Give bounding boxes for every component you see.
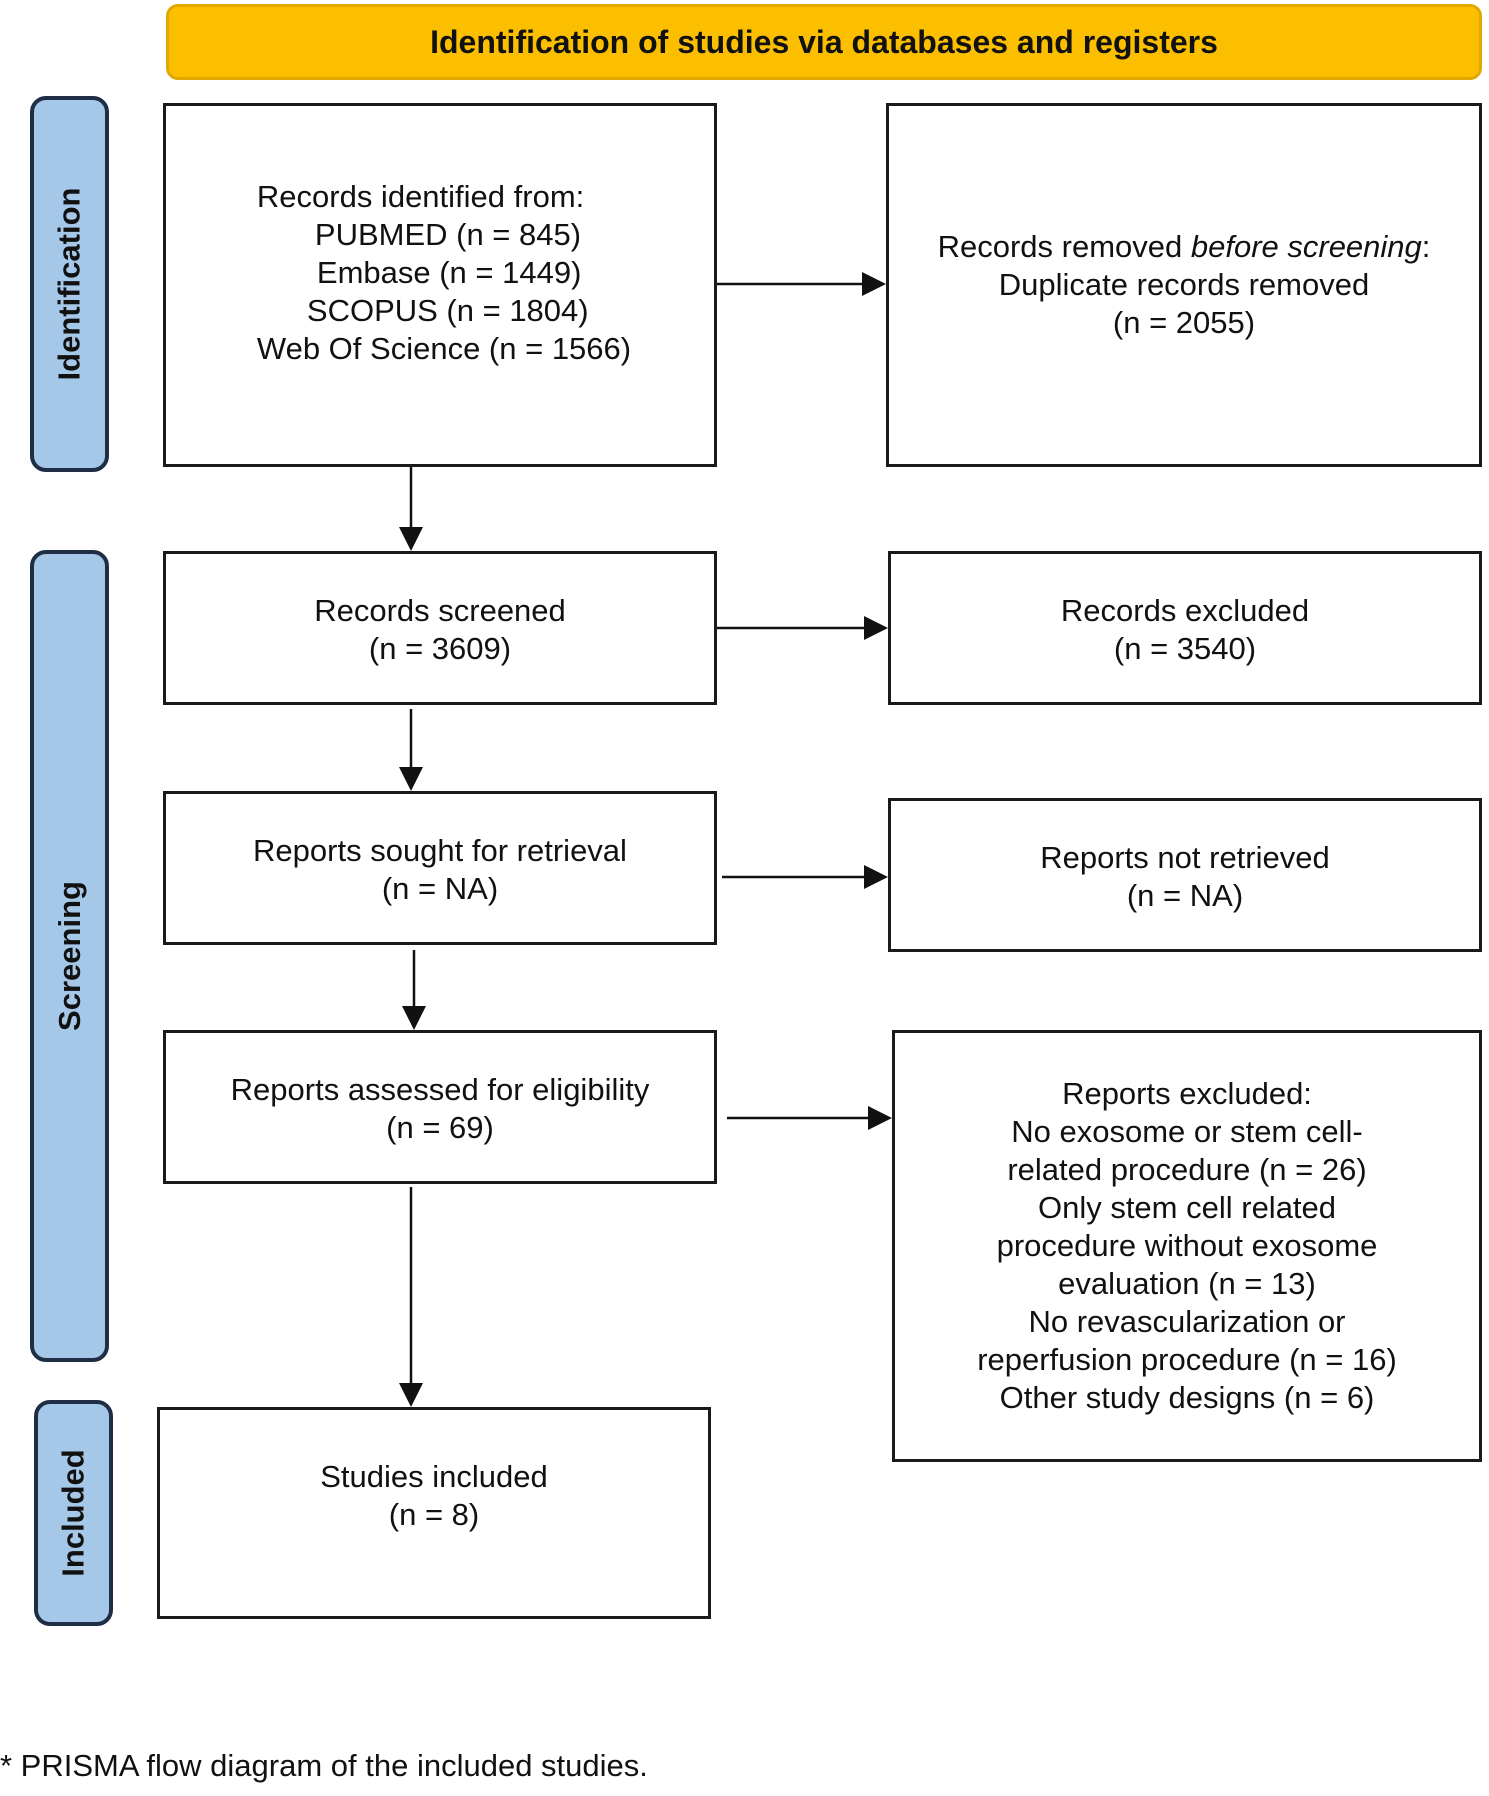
source-scopus: SCOPUS (n = 1804): [306, 293, 589, 328]
reports-not-retrieved-label: Reports not retrieved: [1040, 840, 1330, 875]
records-removed-count: (n = 2055): [1112, 305, 1256, 340]
arrow-to-reports-sought: [399, 709, 423, 791]
studies-included-label: Studies included: [320, 1459, 548, 1494]
reports-not-retrieved-box: Reports not retrieved (n = NA): [888, 798, 1482, 952]
reports-excluded-reason: related procedure (n = 26): [1007, 1152, 1367, 1187]
phase-included: Included: [34, 1400, 113, 1626]
records-screened-count: (n = 3609): [368, 631, 512, 666]
reports-excluded-reason: Only stem cell related: [1037, 1190, 1337, 1225]
records-removed-box: Records removed before screening: Duplic…: [886, 103, 1482, 467]
arrow-to-records-excluded: [717, 616, 888, 640]
reports-assessed-count: (n = 69): [386, 1110, 494, 1145]
figure-caption: * PRISMA flow diagram of the included st…: [0, 1748, 648, 1783]
reports-assessed-box: Reports assessed for eligibility (n = 69…: [163, 1030, 717, 1184]
arrow-to-studies-included: [399, 1187, 423, 1407]
records-removed-suffix: :: [1421, 229, 1431, 264]
reports-sought-box: Reports sought for retrieval (n = NA): [163, 791, 717, 945]
reports-excluded-heading: Reports excluded:: [1062, 1076, 1312, 1111]
arrow-to-records-screened: [399, 467, 423, 551]
records-excluded-label: Records excluded: [1060, 593, 1310, 628]
records-screened-label: Records screened: [314, 593, 566, 628]
reports-not-retrieved-count: (n = NA): [1126, 878, 1244, 913]
reports-excluded-reason: Other study designs (n = 6): [999, 1380, 1375, 1415]
source-web-of-science: Web Of Science (n = 1566): [256, 331, 632, 366]
source-pubmed: PUBMED (n = 845): [314, 217, 582, 252]
reports-excluded-reason: reperfusion procedure (n = 16): [977, 1342, 1397, 1377]
records-removed-prefix: Records removed: [937, 229, 1191, 264]
phase-screening: Screening: [30, 550, 109, 1362]
records-excluded-count: (n = 3540): [1113, 631, 1257, 666]
records-identified-heading: Records identified from:: [256, 179, 585, 214]
records-identified-box: Records identified from: PUBMED (n = 845…: [163, 103, 717, 467]
arrow-to-reports-not-retrieved: [722, 865, 888, 889]
source-embase: Embase (n = 1449): [316, 255, 582, 290]
reports-excluded-reason: No exosome or stem cell-: [1011, 1114, 1363, 1149]
arrow-to-reports-excluded: [727, 1106, 892, 1130]
reports-sought-count: (n = NA): [381, 871, 499, 906]
records-removed-line2: Duplicate records removed: [998, 267, 1370, 302]
reports-excluded-box: Reports excluded: No exosome or stem cel…: [892, 1030, 1482, 1462]
studies-included-count: (n = 8): [388, 1497, 480, 1532]
arrow-to-reports-assessed: [402, 950, 426, 1030]
header-title: Identification of studies via databases …: [430, 23, 1218, 60]
reports-excluded-reason: No revascularization or: [1028, 1304, 1346, 1339]
records-removed-italic: before screening: [1190, 229, 1422, 264]
reports-excluded-reason: procedure without exosome: [996, 1228, 1378, 1263]
reports-sought-label: Reports sought for retrieval: [253, 833, 627, 868]
records-screened-box: Records screened (n = 3609): [163, 551, 717, 705]
studies-included-box: Studies included (n = 8): [157, 1407, 711, 1619]
header-banner: Identification of studies via databases …: [166, 4, 1482, 80]
reports-assessed-label: Reports assessed for eligibility: [230, 1072, 650, 1107]
arrow-to-records-removed: [717, 272, 886, 296]
records-removed-line1: Records removed before screening:: [938, 228, 1431, 266]
reports-excluded-reason: evaluation (n = 13): [1058, 1266, 1316, 1301]
phase-identification: Identification: [30, 96, 109, 472]
records-excluded-box: Records excluded (n = 3540): [888, 551, 1482, 705]
